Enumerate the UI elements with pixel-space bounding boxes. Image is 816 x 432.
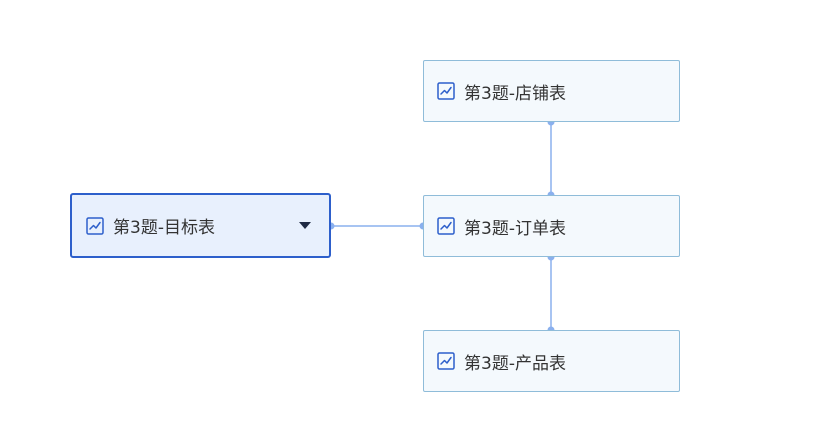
line-chart-icon: [85, 216, 105, 236]
node-target-table[interactable]: 第3题-目标表: [70, 193, 331, 258]
line-chart-icon: [436, 351, 456, 371]
line-chart-icon: [436, 81, 456, 101]
node-label: 第3题-订单表: [464, 218, 566, 239]
node-product-table[interactable]: 第3题-产品表: [423, 330, 680, 392]
caret-down-icon[interactable]: [299, 222, 311, 229]
node-label: 第3题-目标表: [113, 218, 215, 238]
node-store-table[interactable]: 第3题-店铺表: [423, 60, 680, 122]
line-chart-icon: [436, 216, 456, 236]
node-label: 第3题-产品表: [464, 353, 566, 374]
node-order-table[interactable]: 第3题-订单表: [423, 195, 680, 257]
node-label: 第3题-店铺表: [464, 83, 566, 104]
